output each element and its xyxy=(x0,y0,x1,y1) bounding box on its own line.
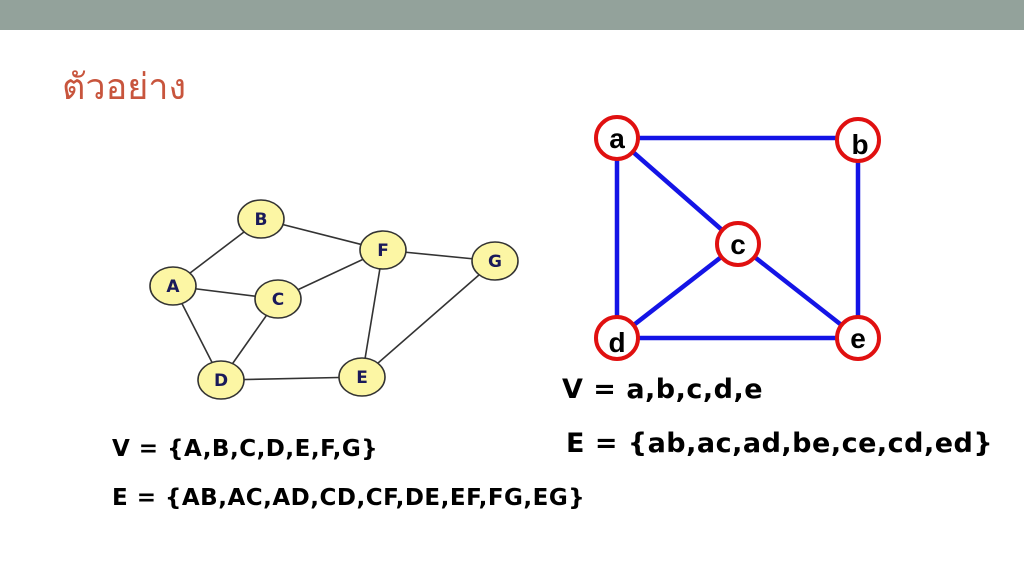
edge-ce xyxy=(736,242,860,340)
svg-text:d: d xyxy=(608,327,625,358)
graph2-edges xyxy=(614,135,861,341)
node-b: b xyxy=(835,117,881,163)
graph2-edge-set: E = {ab,ac,ad,be,ce,cd,ed} xyxy=(566,428,994,459)
svg-text:c: c xyxy=(730,229,746,260)
edge-EF xyxy=(361,249,384,378)
svg-text:G: G xyxy=(488,252,502,272)
slide-title: ตัวอย่าง xyxy=(62,67,187,108)
graph1-edges xyxy=(172,218,496,381)
node-A: A xyxy=(149,266,197,306)
edge-ac xyxy=(615,136,740,246)
svg-text:D: D xyxy=(214,371,228,391)
node-G: G xyxy=(471,241,519,281)
node-F: F xyxy=(359,230,407,270)
svg-text:E: E xyxy=(356,368,368,388)
svg-text:F: F xyxy=(377,241,389,261)
node-E: E xyxy=(338,357,386,397)
svg-text:a: a xyxy=(609,123,625,154)
graph1-edge-set: E = {AB,AC,AD,CD,CF,DE,EF,FG,EG} xyxy=(112,485,586,511)
edge-EG xyxy=(361,260,496,378)
edge-cd xyxy=(615,242,740,340)
svg-text:B: B xyxy=(255,210,268,230)
node-C: C xyxy=(254,279,302,319)
graph2-vertex-set: V = a,b,c,d,e xyxy=(562,374,764,405)
graph1-vertex-set: V = {A,B,C,D,E,F,G} xyxy=(112,436,379,462)
node-c: c xyxy=(715,221,761,267)
node-e: e xyxy=(835,315,881,361)
graph1-nodes: A B C D E F G xyxy=(149,199,519,400)
svg-text:C: C xyxy=(272,290,284,310)
svg-text:b: b xyxy=(851,129,868,160)
graph2-nodes: a b c d e xyxy=(594,115,881,361)
node-d: d xyxy=(594,315,640,361)
svg-text:A: A xyxy=(166,277,180,297)
top-bar xyxy=(0,0,1024,30)
node-a: a xyxy=(594,115,640,161)
svg-text:e: e xyxy=(850,323,866,354)
node-B: B xyxy=(237,199,285,239)
node-D: D xyxy=(197,360,245,400)
